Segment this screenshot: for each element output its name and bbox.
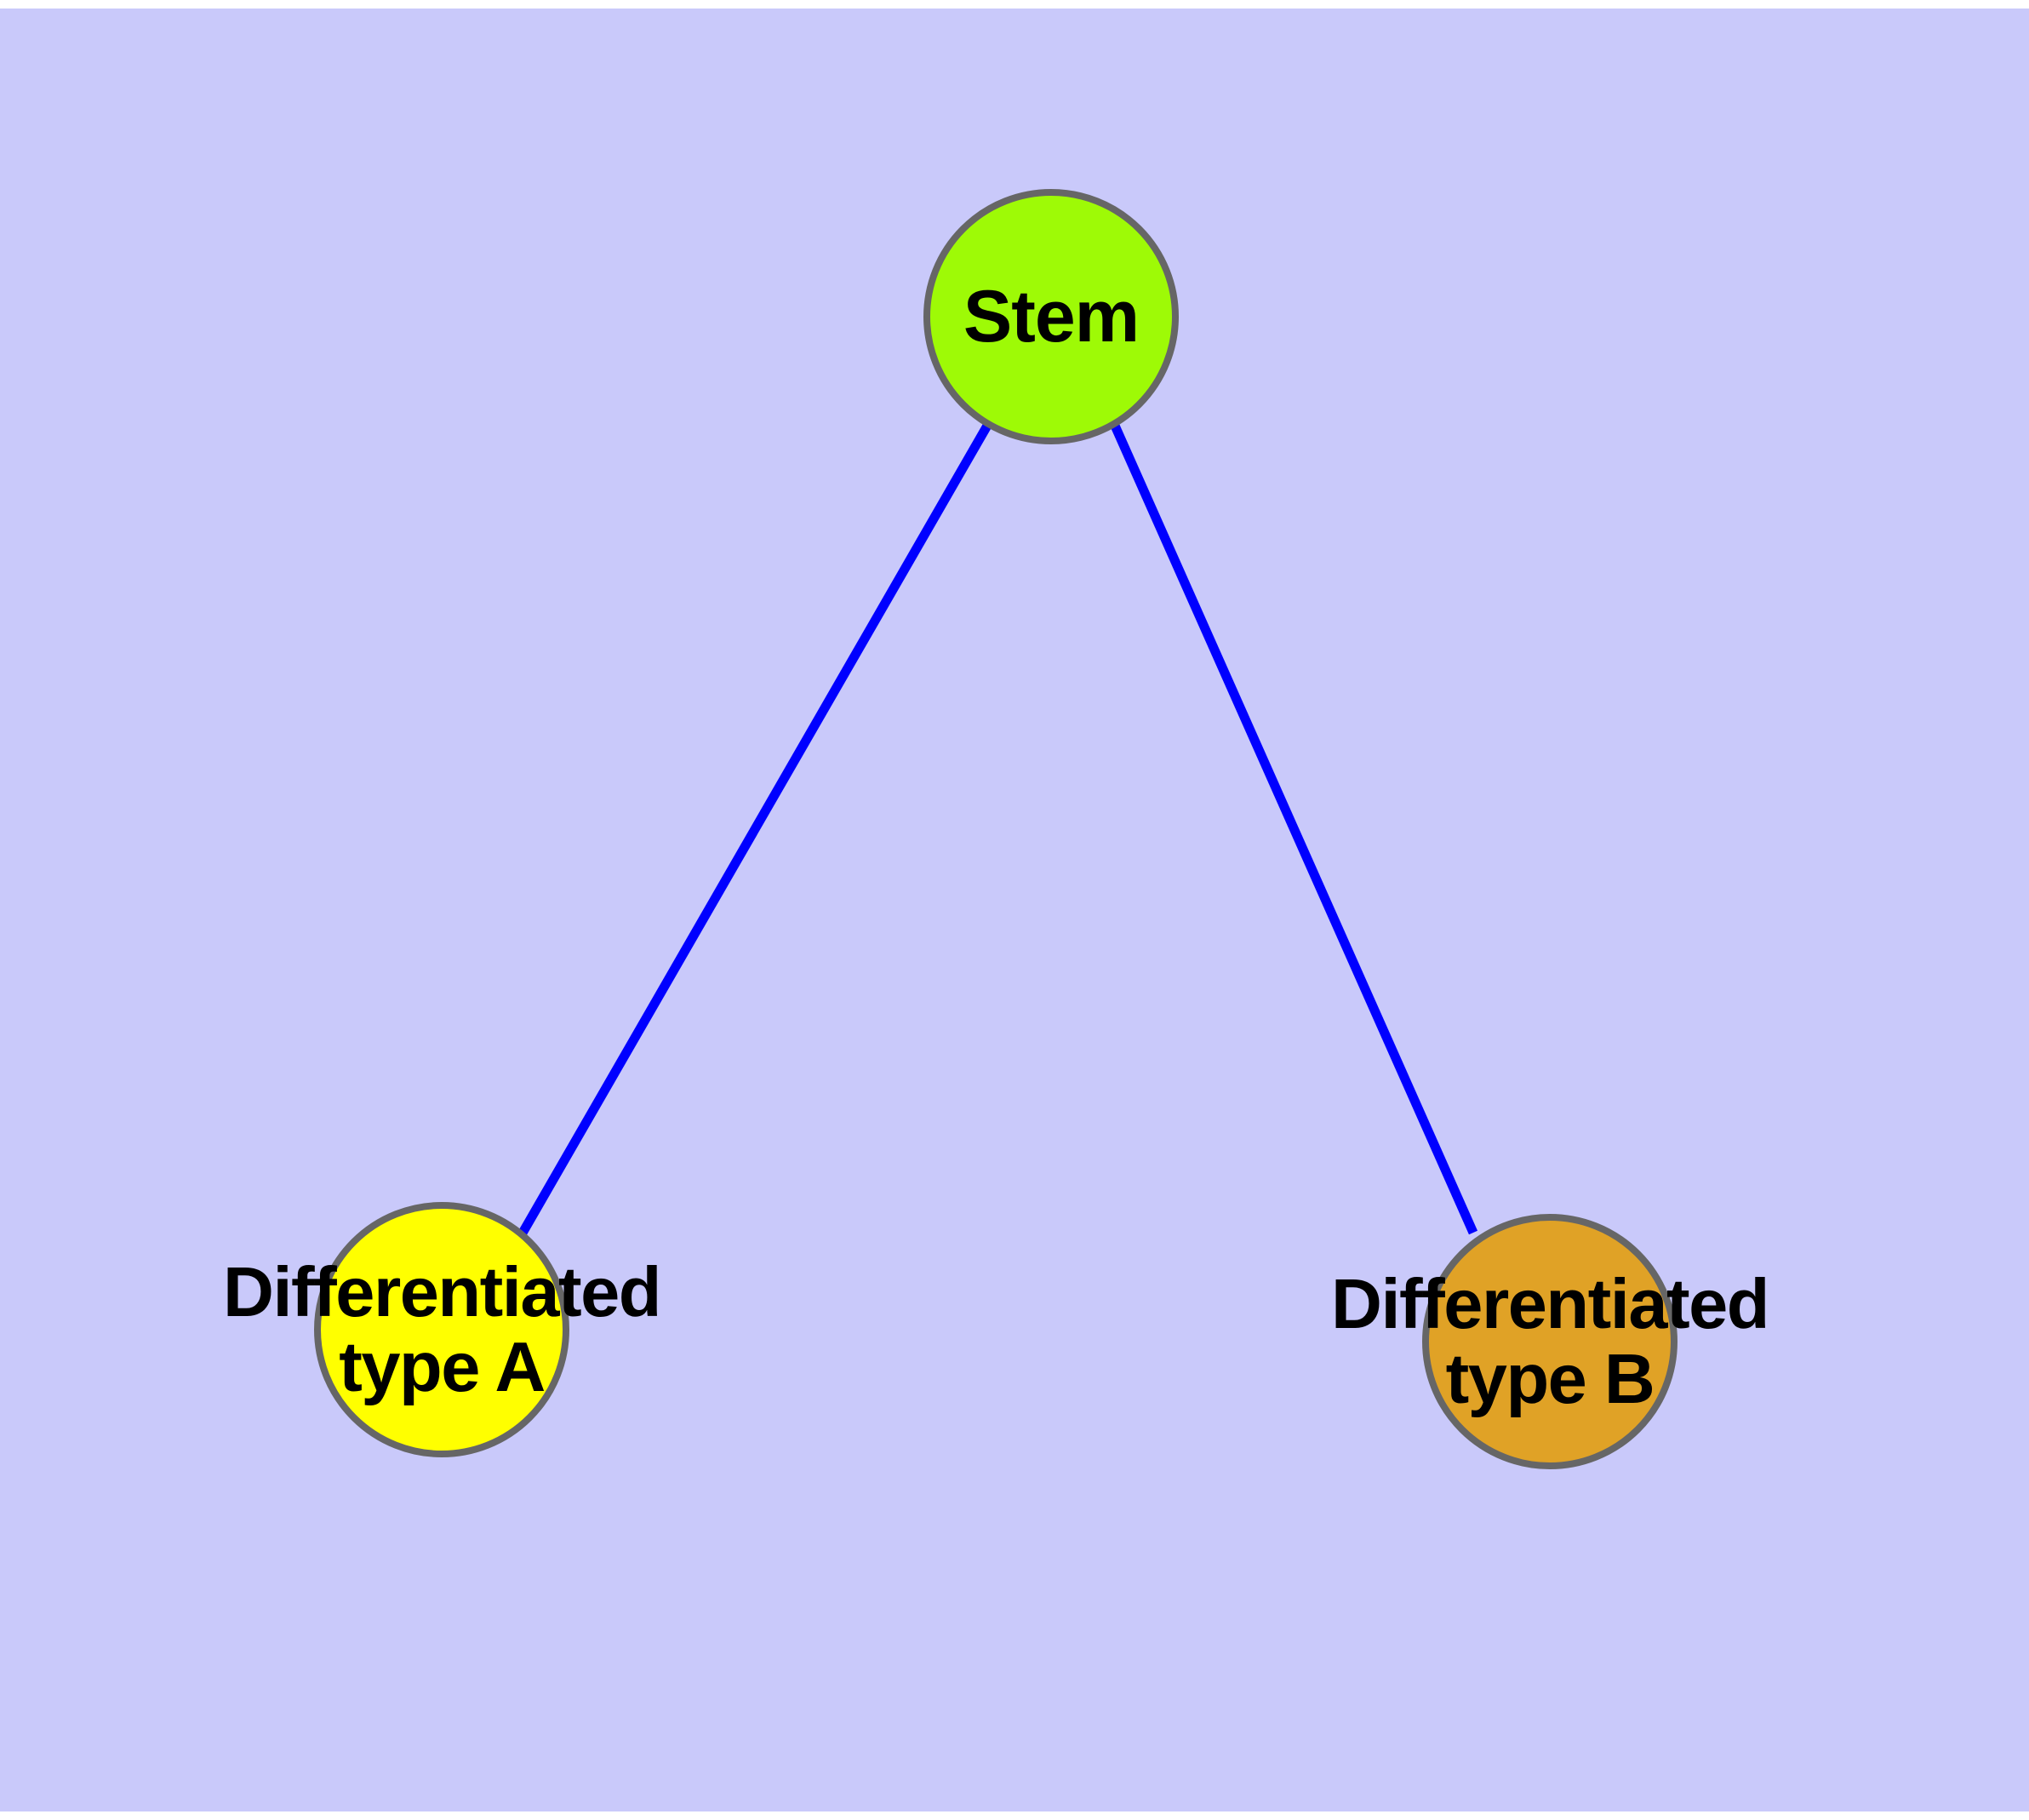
edge-layer	[517, 423, 1478, 1237]
edge-stem-to-diff-a	[517, 423, 992, 1237]
node-differentiated-type-a[interactable]	[314, 1202, 569, 1457]
node-differentiated-type-b[interactable]	[1422, 1214, 1677, 1469]
edge-stem-to-diff-b	[1110, 423, 1478, 1235]
node-layer	[314, 189, 1677, 1469]
node-stem[interactable]	[923, 189, 1179, 444]
